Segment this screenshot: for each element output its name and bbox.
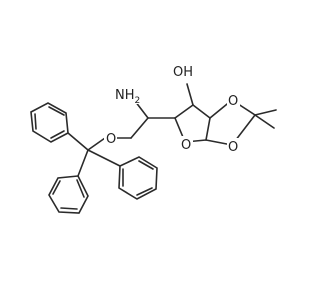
svg-text:O: O (106, 132, 116, 147)
phenyl-ring-lower (48, 175, 89, 214)
svg-text:OH: OH (173, 65, 193, 80)
phenyl-ring-right (118, 156, 158, 200)
ether-oxygen-label: O (104, 130, 117, 147)
dioxolane-oxygen-bottom-label: O (227, 138, 240, 155)
gem-dimethyl (254, 109, 277, 129)
hydroxyl-label: OH (173, 62, 195, 80)
furanose-oxygen-label: O (180, 136, 193, 153)
svg-text:NH2: NH2 (115, 88, 140, 106)
phenyl-ring-upper (30, 102, 69, 143)
molecule-drawing: OH NH2 O O O O (30, 62, 277, 214)
hydroxyl-bond (186, 83, 194, 106)
amine-label: NH2 (114, 86, 140, 106)
svg-text:O: O (228, 140, 238, 155)
trityl-bonds (67, 132, 121, 177)
svg-text:O: O (228, 94, 238, 109)
svg-text:O: O (181, 138, 191, 153)
dioxolane-oxygen-top-label: O (227, 92, 240, 109)
side-chain (87, 100, 176, 151)
structure-canvas: OH NH2 O O O O (30, 62, 277, 214)
